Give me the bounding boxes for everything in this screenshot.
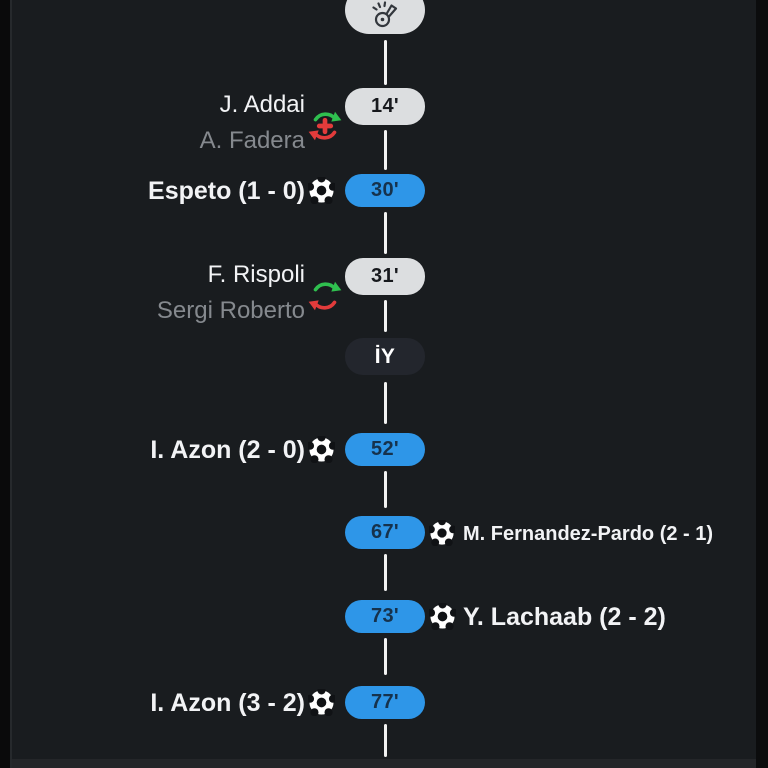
right-edge-strip [756, 0, 768, 768]
goal-event-52[interactable]: I. Azon (2 - 0) 52' [0, 433, 768, 467]
timeline-connector [384, 382, 387, 424]
goal-event-77[interactable]: I. Azon (3 - 2) 77' [0, 686, 768, 720]
player-in-label: F. Rispoli [207, 261, 305, 288]
timeline-connector [384, 471, 387, 508]
substitution-injury-icon [308, 111, 342, 141]
player-out-label: Sergi Roberto [156, 297, 305, 324]
goal-event-73[interactable]: 73' Y. Lachaab (2 - 2) [0, 600, 768, 634]
minute-pill: 67' [345, 516, 425, 549]
goal-event-67[interactable]: 67' M. Fernandez-Pardo (2 - 1) [0, 516, 768, 550]
goal-scorer-label: Espeto (1 - 0) [148, 177, 305, 205]
bottom-edge-strip [12, 759, 756, 768]
goal-scorer-label: M. Fernandez-Pardo (2 - 1) [463, 523, 714, 545]
left-edge-strip [0, 0, 10, 768]
player-in-label: J. Addai [219, 91, 305, 118]
minute-pill: 77' [345, 686, 425, 719]
timeline-connector [384, 212, 387, 254]
timeline-connector [384, 638, 387, 675]
timeline-connector [384, 724, 387, 757]
goal-scorer-label: I. Azon (2 - 0) [150, 436, 305, 464]
substitution-event-31[interactable]: F. Rispoli Sergi Roberto 31' [0, 258, 768, 334]
player-out-label: A. Fadera [199, 127, 305, 154]
timeline-connector [384, 40, 387, 85]
soccer-ball-icon [308, 177, 335, 204]
soccer-ball-icon [308, 689, 335, 716]
minute-pill: 14' [345, 88, 425, 125]
soccer-ball-icon [429, 520, 455, 546]
soccer-ball-icon [308, 436, 335, 463]
minute-pill: 30' [345, 174, 425, 207]
minute-pill: 31' [345, 258, 425, 295]
soccer-ball-icon [429, 603, 456, 630]
goal-scorer-label: I. Azon (3 - 2) [150, 689, 305, 717]
substitution-icon [308, 281, 342, 311]
goal-scorer-label: Y. Lachaab (2 - 2) [463, 603, 666, 631]
minute-pill: 52' [345, 433, 425, 466]
kickoff-pill [345, 0, 425, 34]
minute-pill: 73' [345, 600, 425, 633]
whistle-icon [372, 1, 398, 28]
goal-event-30[interactable]: Espeto (1 - 0) 30' [0, 174, 768, 208]
timeline-connector [384, 554, 387, 591]
halftime-pill: İY [345, 338, 425, 375]
left-edge-divider [10, 0, 12, 768]
timeline-connector [384, 300, 387, 332]
timeline-connector [384, 130, 387, 170]
substitution-event-14[interactable]: J. Addai A. Fadera 14' [0, 88, 768, 164]
